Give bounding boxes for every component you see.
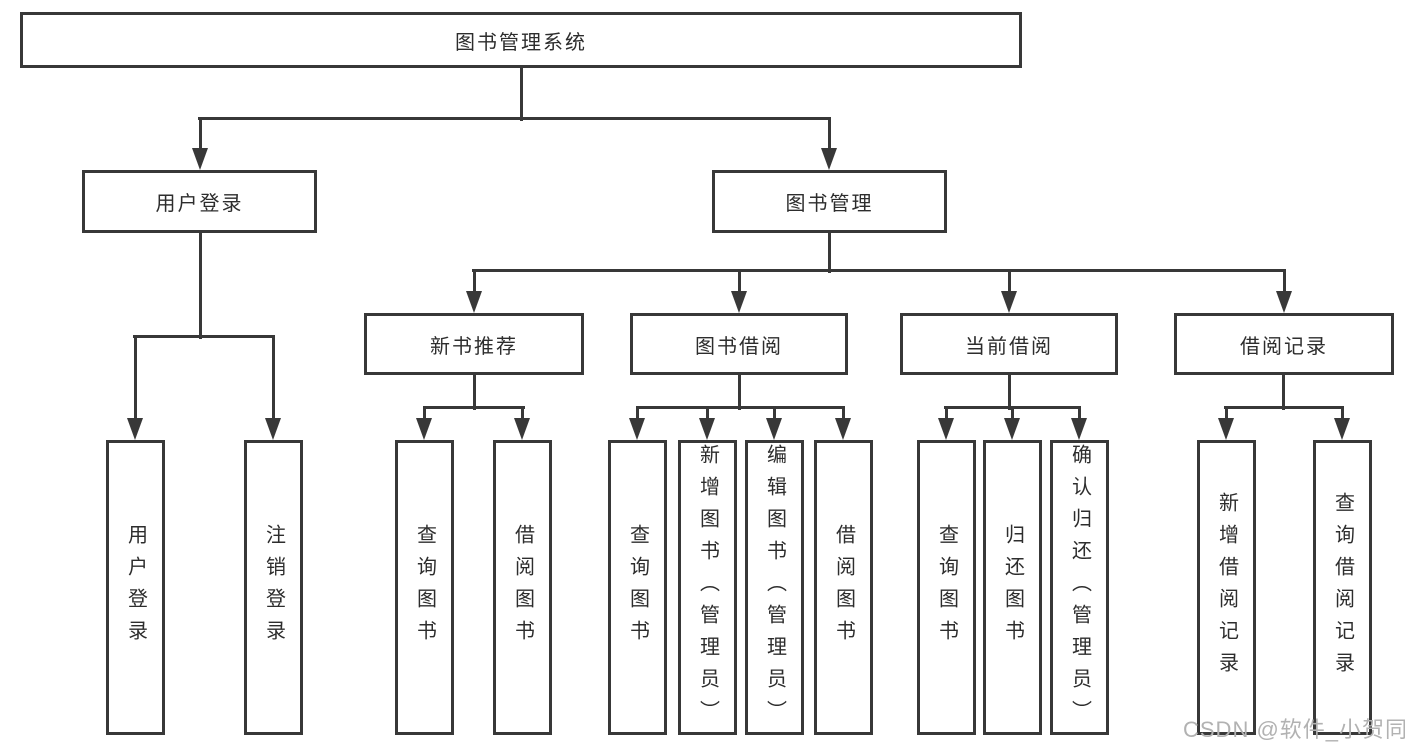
arrowhead-down-icon — [127, 418, 143, 440]
arrowhead-down-icon — [1071, 418, 1087, 440]
node-new-book-recommend: 新书推荐 — [364, 313, 584, 375]
node-book-management: 图书管理 — [712, 170, 947, 233]
connector-drop — [1008, 270, 1011, 291]
connector-stem — [520, 68, 523, 121]
node-cb-query-books: 查询图书 — [917, 440, 976, 735]
node-label: 归还图书 — [1001, 523, 1024, 652]
node-label: 确认归还（管理员） — [1068, 443, 1091, 732]
connector-drop — [199, 118, 202, 148]
connector-drop — [1283, 270, 1286, 291]
arrowhead-down-icon — [192, 148, 208, 170]
arrowhead-down-icon — [766, 418, 782, 440]
connector-drop — [636, 407, 639, 418]
node-label: 用户登录 — [155, 193, 244, 215]
node-label: 图书借阅 — [695, 335, 783, 358]
node-label: 查询图书 — [413, 523, 436, 652]
connector-drop — [272, 336, 275, 418]
arrowhead-down-icon — [416, 418, 432, 440]
node-label: 新增借阅记录 — [1215, 491, 1238, 684]
connector-stem — [473, 375, 476, 410]
node-br-add-record: 新增借阅记录 — [1197, 440, 1256, 735]
connector-drop — [1078, 407, 1081, 418]
node-label: 当前借阅 — [965, 335, 1053, 358]
node-label: 用户登录 — [124, 523, 147, 652]
node-nb-borrow-books: 借阅图书 — [493, 440, 552, 735]
connector-drop — [473, 270, 476, 291]
connector-stem — [828, 233, 831, 273]
connector-rail — [636, 406, 845, 409]
node-label: 借阅图书 — [832, 523, 855, 652]
arrowhead-down-icon — [938, 418, 954, 440]
connector-stem — [738, 375, 741, 410]
connector-drop — [1011, 407, 1014, 418]
node-label: 注销登录 — [262, 523, 285, 652]
arrowhead-down-icon — [1334, 418, 1350, 440]
node-logout: 注销登录 — [244, 440, 303, 735]
arrowhead-down-icon — [1004, 418, 1020, 440]
connector-drop — [1225, 407, 1228, 418]
node-label: 新增图书（管理员） — [696, 443, 719, 732]
connector-rail — [1224, 406, 1344, 409]
connector-rail — [472, 269, 1286, 272]
connector-drop — [423, 407, 426, 418]
arrowhead-down-icon — [514, 418, 530, 440]
connector-drop — [738, 270, 741, 291]
node-label: 编辑图书（管理员） — [763, 443, 786, 732]
connector-drop — [521, 407, 524, 418]
arrowhead-down-icon — [265, 418, 281, 440]
connector-drop — [773, 407, 776, 418]
connector-drop — [842, 407, 845, 418]
node-bb-add-books-admin: 新增图书（管理员） — [678, 440, 737, 735]
node-bb-query-books: 查询图书 — [608, 440, 667, 735]
arrowhead-down-icon — [1276, 291, 1292, 313]
arrowhead-down-icon — [466, 291, 482, 313]
node-cb-return-books: 归还图书 — [983, 440, 1042, 735]
node-label: 借阅记录 — [1240, 335, 1328, 358]
arrowhead-down-icon — [699, 418, 715, 440]
arrowhead-down-icon — [1001, 291, 1017, 313]
connector-rail — [423, 406, 525, 409]
node-bb-edit-books-admin: 编辑图书（管理员） — [745, 440, 804, 735]
arrowhead-down-icon — [835, 418, 851, 440]
connector-drop — [828, 118, 831, 148]
node-book-borrowing: 图书借阅 — [630, 313, 848, 375]
connector-rail — [133, 335, 275, 338]
node-label: 图书管理 — [785, 193, 874, 215]
connector-stem — [199, 233, 202, 339]
node-label: 查询借阅记录 — [1331, 491, 1354, 684]
arrowhead-down-icon — [821, 148, 837, 170]
node-user-login-leaf: 用户登录 — [106, 440, 165, 735]
connector-drop — [706, 407, 709, 418]
arrowhead-down-icon — [1218, 418, 1234, 440]
node-cb-confirm-return-admin: 确认归还（管理员） — [1050, 440, 1109, 735]
connector-drop — [1341, 407, 1344, 418]
node-borrowing-records: 借阅记录 — [1174, 313, 1394, 375]
node-current-borrowing: 当前借阅 — [900, 313, 1118, 375]
node-user-login: 用户登录 — [82, 170, 317, 233]
arrowhead-down-icon — [731, 291, 747, 313]
arrowhead-down-icon — [629, 418, 645, 440]
connector-drop — [945, 407, 948, 418]
connector-rail — [198, 117, 831, 120]
connector-stem — [1282, 375, 1285, 410]
node-library-system: 图书管理系统 — [20, 12, 1022, 68]
node-label: 查询图书 — [935, 523, 958, 652]
node-bb-borrow-books: 借阅图书 — [814, 440, 873, 735]
connector-stem — [1008, 375, 1011, 410]
node-label: 借阅图书 — [511, 523, 534, 652]
node-label: 新书推荐 — [430, 335, 518, 358]
node-label: 查询图书 — [626, 523, 649, 652]
watermark: CSDN @软件_小贺同学 — [1183, 717, 1405, 742]
node-br-query-record: 查询借阅记录 — [1313, 440, 1372, 735]
connector-drop — [134, 336, 137, 418]
node-label: 图书管理系统 — [455, 31, 587, 54]
node-nb-query-books: 查询图书 — [395, 440, 454, 735]
